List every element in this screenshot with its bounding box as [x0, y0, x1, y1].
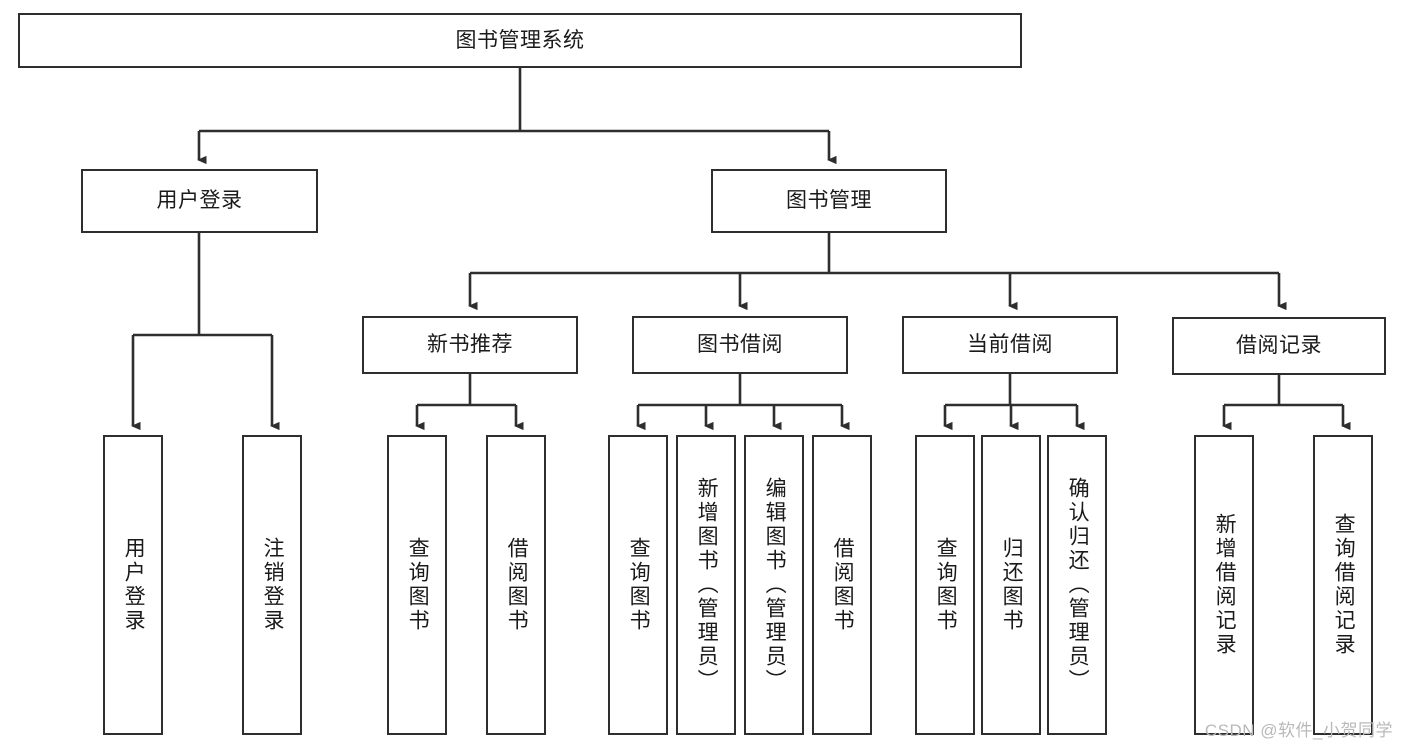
node-book-manage-label: 图书管理: [786, 189, 872, 213]
watermark-text: CSDN @软件_小贺同学: [1204, 721, 1393, 740]
node-leaf-borrow-add-book-label: 新增图书（管理员）: [695, 477, 719, 693]
node-leaf-current-return-book-label: 归还图书: [1000, 537, 1024, 633]
node-leaf-current-query-book-label: 查询图书: [934, 537, 958, 633]
node-leaf-borrow-borrow-book-label: 借阅图书: [831, 537, 855, 633]
node-leaf-user-login-login[interactable]: 用户登录: [103, 435, 163, 735]
node-root-system-label: 图书管理系统: [455, 28, 585, 52]
node-leaf-borrow-query-book-label: 查询图书: [627, 537, 651, 633]
node-leaf-user-login-login-label: 用户登录: [122, 537, 146, 633]
node-book-borrow-label: 图书借阅: [697, 333, 783, 357]
node-new-book-recommend-label: 新书推荐: [427, 333, 513, 357]
node-new-book-recommend[interactable]: 新书推荐: [362, 316, 578, 374]
node-leaf-recommend-query-book[interactable]: 查询图书: [387, 435, 447, 735]
node-leaf-current-query-book[interactable]: 查询图书: [915, 435, 975, 735]
node-leaf-current-return-book[interactable]: 归还图书: [981, 435, 1041, 735]
node-user-login-label: 用户登录: [156, 189, 243, 213]
node-leaf-record-query-record-label: 查询借阅记录: [1332, 513, 1356, 657]
node-leaf-user-login-logout-label: 注销登录: [261, 537, 285, 633]
node-leaf-borrow-borrow-book[interactable]: 借阅图书: [812, 435, 872, 735]
node-borrow-record[interactable]: 借阅记录: [1172, 317, 1386, 375]
node-user-login[interactable]: 用户登录: [81, 169, 318, 233]
node-leaf-borrow-edit-book[interactable]: 编辑图书（管理员）: [744, 435, 804, 735]
node-leaf-user-login-logout[interactable]: 注销登录: [242, 435, 302, 735]
node-leaf-current-confirm-return[interactable]: 确认归还（管理员）: [1047, 435, 1107, 735]
node-book-manage[interactable]: 图书管理: [711, 169, 947, 233]
node-current-borrow-label: 当前借阅: [967, 333, 1053, 357]
node-book-borrow[interactable]: 图书借阅: [632, 316, 848, 374]
node-leaf-borrow-query-book[interactable]: 查询图书: [608, 435, 668, 735]
node-borrow-record-label: 借阅记录: [1236, 334, 1322, 358]
node-leaf-record-query-record[interactable]: 查询借阅记录: [1313, 435, 1373, 735]
node-leaf-record-add-record-label: 新增借阅记录: [1213, 513, 1237, 657]
node-leaf-recommend-query-book-label: 查询图书: [406, 537, 430, 633]
node-leaf-current-confirm-return-label: 确认归还（管理员）: [1066, 477, 1090, 693]
node-current-borrow[interactable]: 当前借阅: [902, 316, 1118, 374]
node-root-system[interactable]: 图书管理系统: [18, 13, 1022, 68]
node-leaf-borrow-edit-book-label: 编辑图书（管理员）: [763, 477, 787, 693]
node-leaf-record-add-record[interactable]: 新增借阅记录: [1194, 435, 1254, 735]
node-leaf-recommend-borrow-book[interactable]: 借阅图书: [486, 435, 546, 735]
node-leaf-recommend-borrow-book-label: 借阅图书: [505, 537, 529, 633]
node-leaf-borrow-add-book[interactable]: 新增图书（管理员）: [676, 435, 736, 735]
